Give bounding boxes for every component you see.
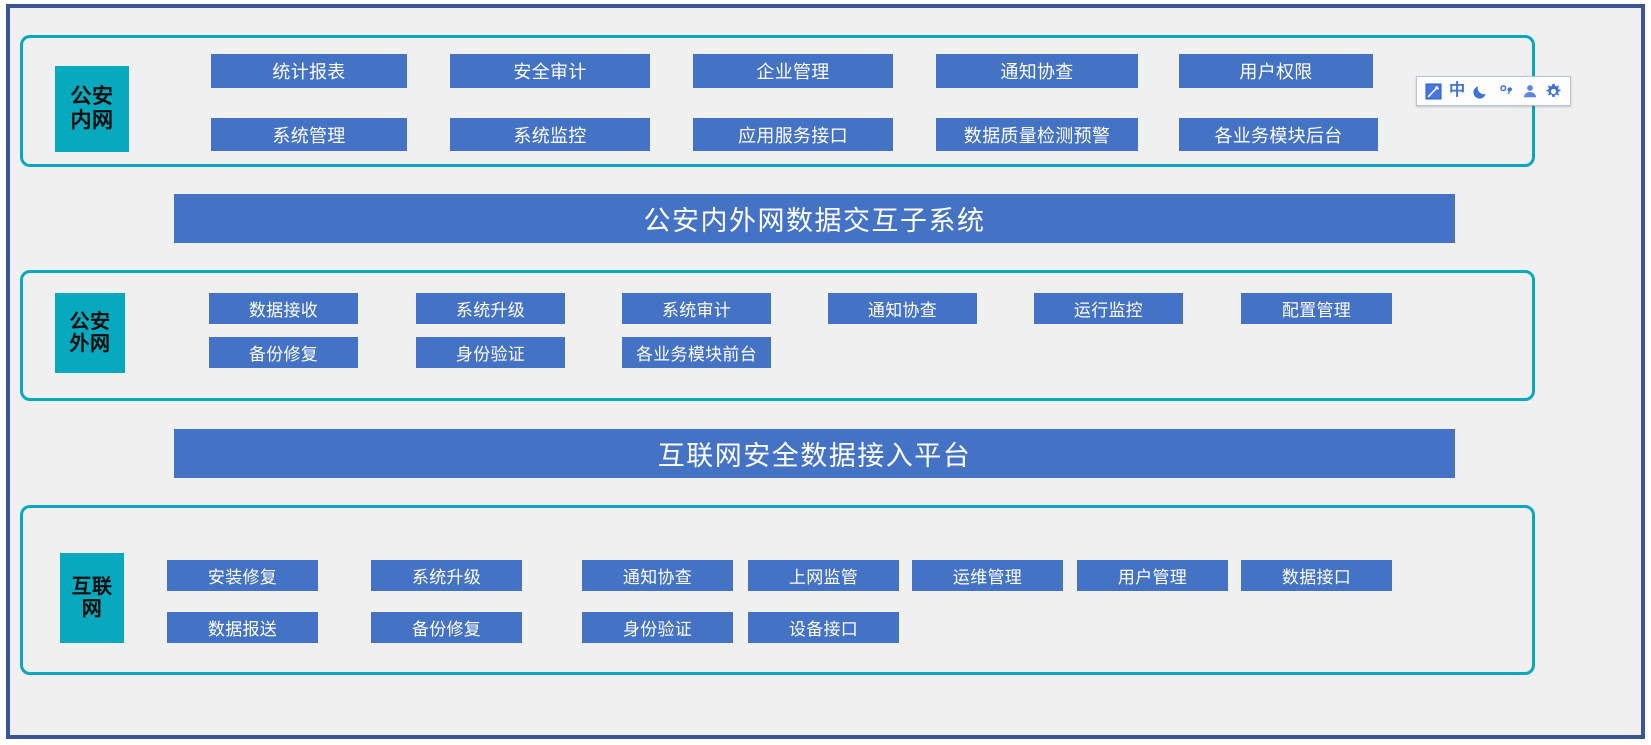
module-box[interactable]: 通知协查 xyxy=(582,560,733,591)
chinese-mode-label: 中 xyxy=(1449,82,1466,99)
module-box[interactable]: 数据质量检测预警 xyxy=(936,118,1138,151)
gear-icon[interactable] xyxy=(1545,82,1563,100)
net-tag-line: 互联 xyxy=(71,575,113,598)
module-box[interactable]: 配置管理 xyxy=(1241,293,1392,324)
pen-box-icon[interactable] xyxy=(1424,82,1442,100)
user-icon[interactable] xyxy=(1521,82,1539,100)
module-box[interactable]: 运维管理 xyxy=(912,560,1063,591)
module-box[interactable]: 数据报送 xyxy=(167,612,318,643)
module-box[interactable]: 运行监控 xyxy=(1034,293,1183,324)
module-box[interactable]: 企业管理 xyxy=(693,54,893,88)
module-box[interactable]: 通知协查 xyxy=(936,54,1138,88)
module-box[interactable]: 系统升级 xyxy=(371,560,522,591)
module-box[interactable]: 各业务模块前台 xyxy=(622,337,771,368)
module-box[interactable]: 数据接口 xyxy=(1241,560,1392,591)
module-box[interactable]: 上网监管 xyxy=(748,560,899,591)
net-tag-line: 公安 xyxy=(70,85,114,109)
moon-icon[interactable] xyxy=(1472,82,1490,100)
banner-internet-security-data-platform[interactable]: 互联网安全数据接入平台 xyxy=(174,429,1455,478)
ime-toolbar[interactable]: 中 xyxy=(1416,76,1571,106)
module-box[interactable]: 身份验证 xyxy=(582,612,733,643)
module-box[interactable]: 备份修复 xyxy=(371,612,522,643)
module-box[interactable]: 系统监控 xyxy=(450,118,650,151)
module-box[interactable]: 安全审计 xyxy=(450,54,650,88)
chinese-mode-icon[interactable]: 中 xyxy=(1448,82,1466,100)
net-tag-line: 公安 xyxy=(69,310,111,333)
net-tag-police-intranet: 公安 内网 xyxy=(55,66,129,152)
module-box[interactable]: 备份修复 xyxy=(209,337,358,368)
net-tag-internet: 互联 网 xyxy=(60,553,124,643)
net-tag-line: 网 xyxy=(81,598,103,620)
module-box[interactable]: 应用服务接口 xyxy=(693,118,893,151)
module-box[interactable]: 身份验证 xyxy=(416,337,565,368)
banner-data-exchange-subsystem[interactable]: 公安内外网数据交互子系统 xyxy=(174,194,1455,243)
module-box[interactable]: 系统审计 xyxy=(622,293,771,324)
module-box[interactable]: 系统管理 xyxy=(211,118,407,151)
module-box[interactable]: 通知协查 xyxy=(828,293,977,324)
module-box[interactable]: 安装修复 xyxy=(167,560,318,591)
module-box[interactable]: 用户权限 xyxy=(1179,54,1373,88)
diagram-canvas: 公安 内网 统计报表 安全审计 企业管理 通知协查 用户权限 系统管理 系统监控… xyxy=(6,4,1645,739)
module-box[interactable]: 设备接口 xyxy=(748,612,899,643)
module-box[interactable]: 统计报表 xyxy=(211,54,407,88)
punctuation-mode-icon[interactable] xyxy=(1497,82,1515,100)
module-box[interactable]: 系统升级 xyxy=(416,293,565,324)
module-box[interactable]: 用户管理 xyxy=(1077,560,1228,591)
net-tag-line: 外网 xyxy=(69,333,111,355)
zone-police-extranet xyxy=(20,270,1535,401)
net-tag-line: 内网 xyxy=(70,109,114,132)
module-box[interactable]: 各业务模块后台 xyxy=(1179,118,1378,151)
module-box[interactable]: 数据接收 xyxy=(209,293,358,324)
net-tag-police-extranet: 公安 外网 xyxy=(55,293,125,373)
